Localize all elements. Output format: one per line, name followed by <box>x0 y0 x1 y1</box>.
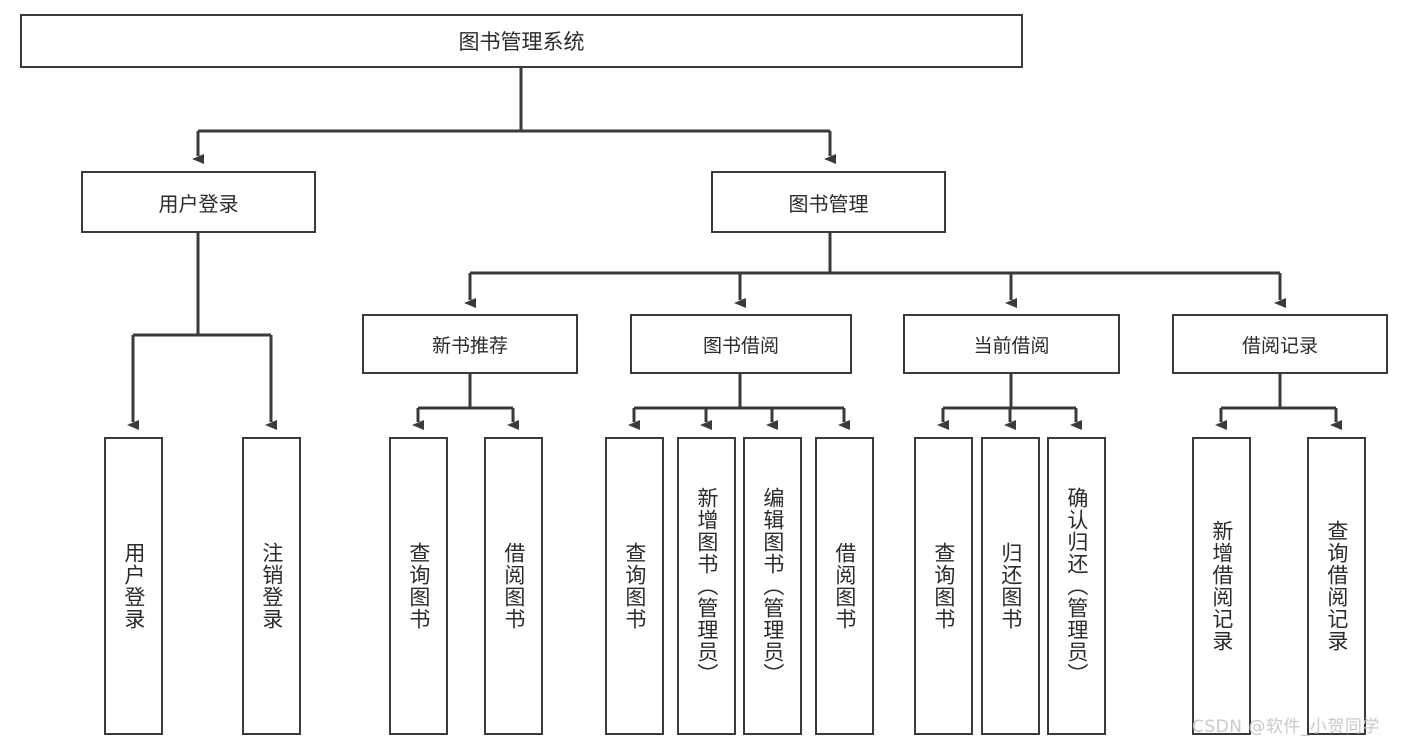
leaf-edit-book-admin-label: 编辑图书（管理员） <box>760 487 785 685</box>
leaf-borrow-book-2-label: 借阅图书 <box>832 542 857 630</box>
node-user-login-label: 用户登录 <box>158 191 239 216</box>
node-user-login[interactable]: 用户登录 <box>81 171 316 233</box>
leaf-query-book-1-label: 查询图书 <box>406 542 431 630</box>
leaf-edit-book-admin[interactable]: 编辑图书（管理员） <box>743 437 802 735</box>
leaf-confirm-return-admin-label: 确认归还（管理员） <box>1064 487 1089 685</box>
csdn-watermark: CSDN @软件_小贺同学 <box>1192 717 1380 737</box>
leaf-borrow-book-1[interactable]: 借阅图书 <box>484 437 543 735</box>
node-book-borrow-label: 图书借阅 <box>702 334 779 357</box>
leaf-add-borrow-record[interactable]: 新增借阅记录 <box>1192 437 1251 735</box>
leaf-logout[interactable]: 注销登录 <box>242 437 301 735</box>
node-new-book-recommend-label: 新书推荐 <box>431 334 508 357</box>
node-book-management[interactable]: 图书管理 <box>711 171 946 233</box>
node-current-borrow-label: 当前借阅 <box>973 334 1050 357</box>
leaf-user-login-label: 用户登录 <box>121 542 146 630</box>
leaf-confirm-return-admin[interactable]: 确认归还（管理员） <box>1047 437 1106 735</box>
leaf-query-book-1[interactable]: 查询图书 <box>389 437 448 735</box>
node-current-borrow[interactable]: 当前借阅 <box>903 314 1120 374</box>
leaf-query-book-3-label: 查询图书 <box>931 542 956 630</box>
leaf-query-book-2[interactable]: 查询图书 <box>605 437 664 735</box>
leaf-borrow-book-2[interactable]: 借阅图书 <box>815 437 874 735</box>
leaf-add-book-admin[interactable]: 新增图书（管理员） <box>677 437 736 735</box>
leaf-query-book-2-label: 查询图书 <box>622 542 647 630</box>
node-root[interactable]: 图书管理系统 <box>20 14 1023 68</box>
leaf-add-borrow-record-label: 新增借阅记录 <box>1209 520 1234 652</box>
node-borrow-record-label: 借阅记录 <box>1241 334 1318 357</box>
leaf-return-book-label: 归还图书 <box>998 542 1023 630</box>
node-book-borrow[interactable]: 图书借阅 <box>630 314 852 374</box>
leaf-logout-label: 注销登录 <box>259 542 284 630</box>
node-root-label: 图书管理系统 <box>458 30 585 54</box>
node-borrow-record[interactable]: 借阅记录 <box>1172 314 1388 374</box>
leaf-borrow-book-1-label: 借阅图书 <box>501 542 526 630</box>
leaf-user-login[interactable]: 用户登录 <box>104 437 163 735</box>
node-new-book-recommend[interactable]: 新书推荐 <box>362 314 578 374</box>
leaf-return-book[interactable]: 归还图书 <box>981 437 1040 735</box>
leaf-query-borrow-record-label: 查询借阅记录 <box>1324 520 1349 652</box>
leaf-query-borrow-record[interactable]: 查询借阅记录 <box>1307 437 1366 735</box>
node-book-management-label: 图书管理 <box>788 191 869 216</box>
leaf-query-book-3[interactable]: 查询图书 <box>914 437 973 735</box>
leaf-add-book-admin-label: 新增图书（管理员） <box>694 487 719 685</box>
